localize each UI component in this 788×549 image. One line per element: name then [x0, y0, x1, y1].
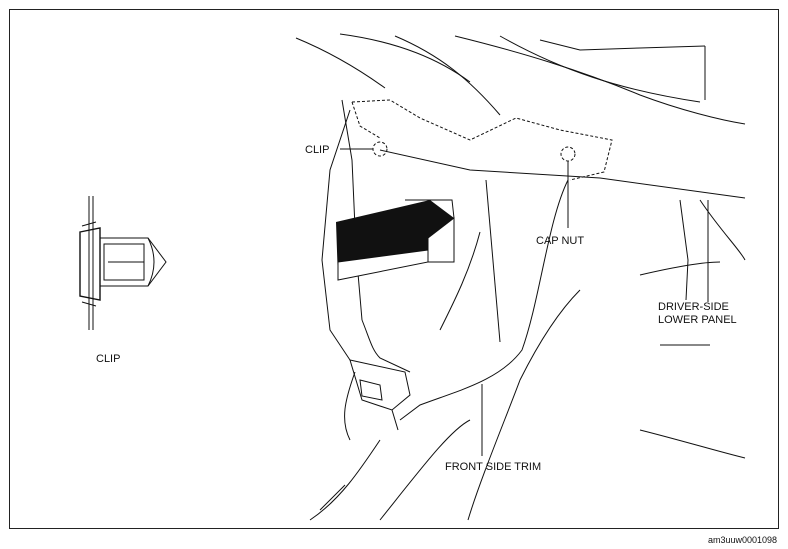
driver-side-label-line2: LOWER PANEL	[658, 314, 737, 326]
clip-callout-label: CLIP	[305, 144, 329, 156]
diagram-frame	[9, 9, 779, 529]
front-side-trim-label: FRONT SIDE TRIM	[445, 461, 541, 473]
driver-side-label-line1: DRIVER-SIDE	[658, 301, 729, 313]
vehicle-outline	[295, 33, 746, 521]
clip-detail-label: CLIP	[96, 353, 120, 365]
cap-nut-label: CAP NUT	[536, 235, 584, 247]
figure-code: am3uuw0001098	[708, 535, 777, 545]
lower-panel-dashed-outline	[351, 99, 613, 181]
clip-detail-illustration	[79, 196, 167, 330]
leader-lines	[340, 148, 709, 456]
removal-direction-arrow	[336, 199, 455, 281]
